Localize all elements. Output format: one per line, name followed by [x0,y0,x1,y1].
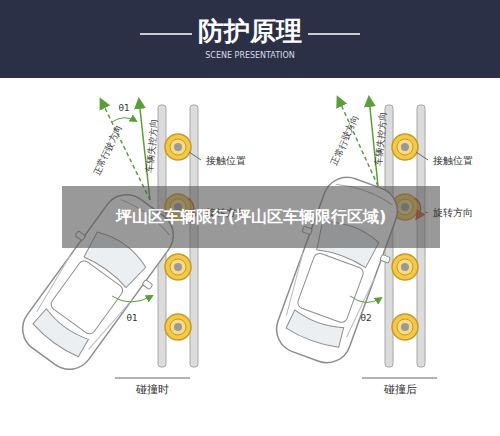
angle-label: θ2 [360,313,371,324]
angle-label: θ1 [118,103,129,114]
watermark: 坪山区车辆限行(坪山区车辆限行区域) [66,206,436,228]
panel-caption: 碰撞后 [384,383,417,396]
contact-label: 接触位置 [206,155,246,167]
direction-label: 正常行驶方向 [329,113,361,167]
contact-label: 接触位置 [433,155,473,167]
panel-caption: 碰撞时 [136,383,169,396]
direction-label: 正常行驶方向 [91,123,124,176]
header-title: 防护原理 [198,16,302,47]
angle-label: θ1 [126,313,137,324]
header-subtitle: SCENE PRESENTATION [205,51,295,61]
rotation-label: 旋转方向 [433,207,473,219]
